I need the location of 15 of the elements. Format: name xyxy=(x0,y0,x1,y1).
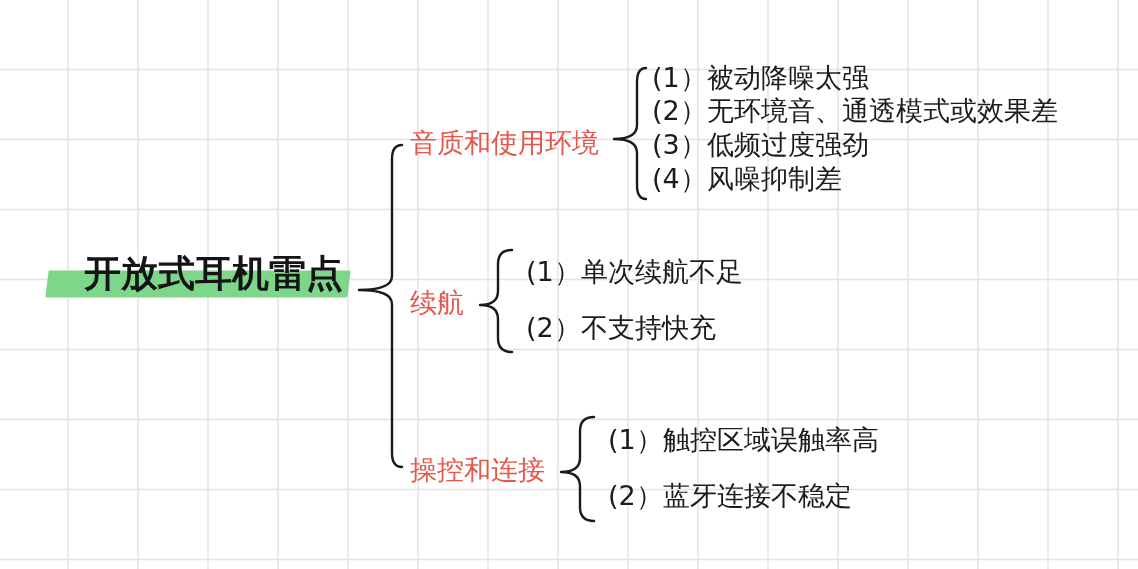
curly-brace xyxy=(478,248,514,354)
curly-brace xyxy=(559,415,596,523)
curly-brace xyxy=(357,143,404,469)
item-label: (2）无环境音、通透模式或效果差 xyxy=(652,95,1058,127)
item-label: (1）被动降噪太强 xyxy=(652,62,869,94)
category-label: 续航 xyxy=(410,287,464,319)
item-label: (3）低频过度强劲 xyxy=(652,129,869,161)
item-label: (2）蓝牙连接不稳定 xyxy=(608,480,852,512)
item-label: (2）不支持快充 xyxy=(526,312,716,344)
category-label: 操控和连接 xyxy=(410,454,545,486)
item-label: (1）单次续航不足 xyxy=(526,256,743,288)
curly-brace xyxy=(612,66,648,201)
item-label: (1）触控区域误触率高 xyxy=(608,424,879,456)
item-label: (4）风噪抑制差 xyxy=(652,163,842,195)
category-label: 音质和使用环境 xyxy=(410,127,599,159)
